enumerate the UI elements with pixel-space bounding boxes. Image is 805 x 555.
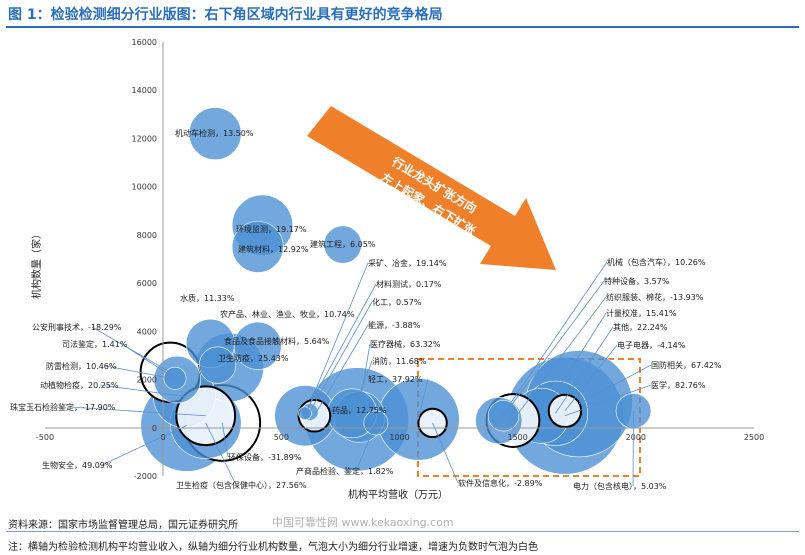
y-tick-label: 14000 [132, 86, 157, 95]
bubble-label: 国防相关，67.42% [651, 360, 722, 370]
footnote: 注：横轴为检验检测机构平均营业收入，纵轴为细分行业机构数量，气泡大小为细分行业增… [8, 542, 538, 553]
bubble-label: 轻工，37.92% [368, 374, 423, 384]
bubble-label: 医疗器械，63.32% [370, 339, 441, 349]
bubble [233, 321, 282, 370]
x-tick-label: 2500 [744, 433, 764, 442]
axes-layer [45, 42, 754, 476]
bubble-chart: -500 0 500 1000 1500 2000 2500 -2000 0 2000 4000 60… [10, 38, 764, 501]
x-tick-label: -500 [36, 433, 54, 442]
bubble-label: 计量校准，15.41% [606, 308, 677, 318]
bubble-label: 材料测试，0.17% [376, 279, 442, 289]
y-tick-label: 16000 [132, 38, 157, 47]
y-tick-label: 0 [152, 424, 157, 433]
bubble-label: 建筑材料，12.92% [238, 244, 309, 254]
bubble-label: 动植物检疫，20.25% [40, 380, 119, 390]
leader-line [309, 301, 373, 413]
bubble-label: 公安刑事技术，-18.29% [32, 322, 122, 332]
leader-line [555, 326, 614, 414]
y-tick-label: 10000 [132, 183, 157, 192]
bubble-label: 防雷检测，10.46% [46, 361, 117, 371]
x-tick-label: 0 [161, 433, 166, 442]
y-tick-label: 8000 [137, 231, 157, 240]
x-tick-label: 500 [274, 433, 289, 442]
leader-line [351, 360, 373, 414]
bubble-label: 生物安全，49.09% [42, 460, 113, 470]
chart-title: 图 1：检验检测细分行业版图：右下角区域内行业具有更好的竞争格局 [8, 7, 443, 23]
y-axis-title: 机构数量（家） [30, 229, 43, 299]
x-axis-title: 机构平均营收（万元） [348, 488, 448, 501]
source-note: 资料来源：国家市场监督管理总局，国元证券研究所 [8, 520, 238, 531]
leader-line [578, 364, 652, 405]
y-tick-label: -2000 [134, 472, 157, 481]
bubble-label: 软件及信息化，-2.89% [458, 478, 543, 488]
bubble [323, 225, 362, 264]
x-tick-label: 1000 [389, 433, 409, 442]
leader-line [564, 384, 652, 417]
bubble-label: 医学，82.76% [651, 380, 706, 390]
watermark: 中国可靠性网 www.kekaoxing.com [272, 516, 454, 529]
leader-line [564, 344, 618, 412]
bubble-label: 其他，22.24% [613, 322, 668, 332]
bubble-label: 食品及食品接触材料，5.64% [224, 336, 330, 346]
bubble-label: 采矿、冶金，19.14% [368, 258, 447, 268]
leader-line [205, 422, 237, 486]
bubble [231, 221, 284, 273]
leader-line [314, 324, 369, 416]
bubble-label: 产商品检验、鉴定，1.82% [296, 466, 394, 476]
bubble-label: 水质，11.33% [180, 293, 235, 303]
bubble-label: 机动车检测，13.50% [175, 128, 254, 138]
bubble-label: 消防，11.68% [372, 356, 427, 366]
leader-line [418, 378, 429, 420]
bubble-label: 环保设备，-31.89% [228, 452, 302, 462]
footer-divider [6, 531, 799, 532]
x-tick-label: 1500 [507, 433, 527, 442]
leader-line [498, 261, 608, 421]
leader-line [99, 384, 185, 397]
bubble-label: 司法鉴定，1.41% [62, 339, 128, 349]
leader-line [221, 422, 229, 458]
y-tick-label: 6000 [137, 279, 157, 288]
bubble-label: 化工，0.57% [372, 297, 422, 307]
leader-line [432, 422, 459, 484]
bubble-label: 卫生防疫，25.43% [218, 353, 289, 363]
bubble-label: 农产品、林业、渔业、牧业，10.74% [220, 309, 355, 319]
bubble-label: 药品，12.75% [332, 405, 387, 415]
bubble-label: 珠宝玉石检验鉴定，-17.90% [10, 402, 116, 412]
leaders-layer [69, 261, 652, 487]
leader-line [105, 365, 178, 380]
leader-line [304, 283, 377, 414]
leader-line [69, 406, 206, 417]
bubble-label: 环境监测，19.17% [236, 224, 307, 234]
bubble-label: 建筑工程，6.05% [310, 239, 376, 249]
bubble-label: 电子电器，-4.14% [617, 340, 686, 350]
bubble-label: 机械（包含汽车），10.26% [607, 257, 706, 267]
leader-line [540, 312, 607, 416]
labels-layer: 机动车检测，13.50% 环境监测，19.17% 建筑材料，12.92%建筑工程，6… [10, 128, 722, 491]
y-tick-label: 12000 [132, 134, 157, 143]
bubble-label: 电力（包含核电），5.03% [573, 481, 667, 491]
x-tick-label: 2000 [626, 433, 646, 442]
ticks-layer: -500 0 500 1000 1500 2000 2500 -2000 0 2000 4000 60… [36, 38, 764, 481]
leader-line [355, 422, 377, 472]
title-divider [6, 26, 799, 28]
bubble-label: 能源，-3.88% [368, 320, 421, 330]
leader-line [101, 425, 187, 466]
bubble-label: 特种设备，3.57% [604, 276, 670, 286]
bubble [487, 400, 520, 432]
bubble [198, 346, 237, 384]
trend-arrow [307, 106, 556, 270]
leader-line [356, 343, 371, 420]
y-tick-label: 2000 [137, 376, 157, 385]
y-tick-label: 4000 [137, 327, 157, 336]
bubble-label: 纺织服装、棉花，-13.93% [606, 292, 704, 302]
bubble [188, 107, 242, 160]
bubble-label: 卫生检疫（包含保健中心），27.56% [176, 480, 307, 490]
leader-line [503, 280, 605, 416]
leader-line [512, 296, 607, 421]
leader-line [121, 343, 176, 379]
leader-line [304, 262, 369, 416]
